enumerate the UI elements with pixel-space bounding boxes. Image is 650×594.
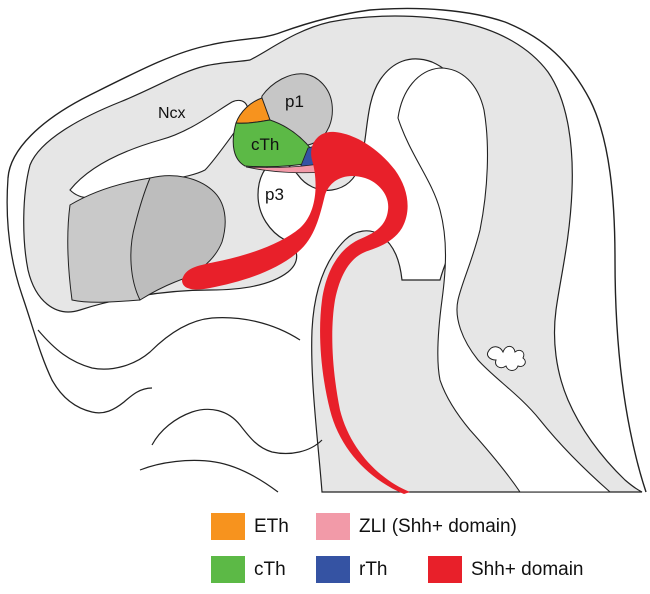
rth-swatch xyxy=(316,556,350,583)
eth-swatch xyxy=(211,513,245,540)
shh-domain xyxy=(182,131,410,494)
choroid-plexus xyxy=(487,345,526,371)
head-outline xyxy=(7,7,647,493)
striatum-right xyxy=(130,175,226,301)
zli-swatch xyxy=(316,513,350,540)
face-outline xyxy=(6,177,153,414)
legend-label: ZLI (Shh+ domain) xyxy=(359,515,517,537)
label-ncx: Ncx xyxy=(158,105,186,122)
neural-tube-lumen xyxy=(397,67,612,493)
legend-label: rTh xyxy=(359,558,388,580)
legend-item-shh: Shh+ domain xyxy=(428,556,584,583)
legend-item-zli: ZLI (Shh+ domain) xyxy=(316,513,517,540)
jaw-outline xyxy=(37,317,301,370)
chin-outline xyxy=(139,459,279,493)
shh-swatch xyxy=(428,556,462,583)
legend-item-rth: rTh xyxy=(316,556,388,583)
legend-item-eth: ETh xyxy=(211,513,289,540)
mouth-outline xyxy=(151,408,323,455)
legend-item-cth: cTh xyxy=(211,556,286,583)
label-p3: p3 xyxy=(265,185,284,204)
legend-label: cTh xyxy=(254,558,286,580)
label-p1: p1 xyxy=(285,92,304,111)
legend-label: Shh+ domain xyxy=(471,558,584,580)
cth-swatch xyxy=(211,556,245,583)
legend-label: ETh xyxy=(254,515,289,537)
label-cth: cTh xyxy=(251,135,279,154)
